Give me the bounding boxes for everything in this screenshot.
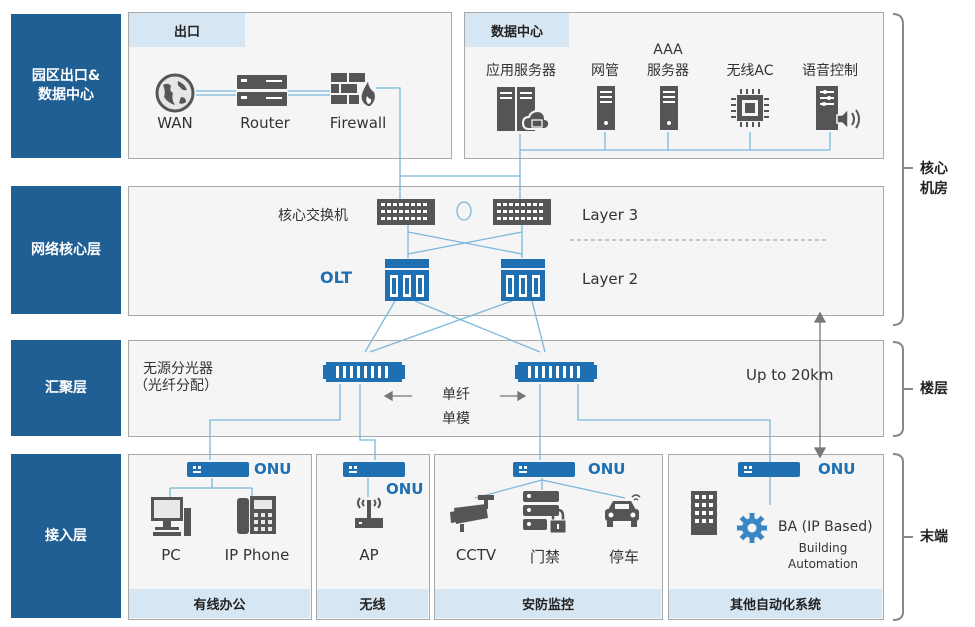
building-icon	[691, 491, 717, 535]
fiber-label-line1: 单纤	[442, 387, 470, 403]
olt-icon	[385, 259, 429, 301]
ba-desc-line2: Automation	[788, 557, 858, 571]
pc-label: PC	[161, 546, 181, 564]
onu-label: ONU	[588, 460, 626, 478]
access-control-label: 门禁	[529, 548, 560, 566]
core-switch-icon	[493, 199, 551, 225]
onu-label: ONU	[818, 460, 856, 478]
pc-icon	[151, 497, 191, 536]
aaa-label-line1: AAA	[653, 42, 683, 58]
onu-label: ONU	[254, 460, 292, 478]
layer-label-text: 接入层	[45, 527, 87, 544]
cctv-icon	[450, 495, 494, 532]
ap-label: AP	[359, 546, 379, 564]
ap-icon	[355, 497, 383, 528]
automation-footer: 其他自动化系统	[669, 589, 882, 618]
aaa-label-line2: 服务器	[647, 63, 689, 79]
olt-icon	[501, 259, 545, 301]
splitter-icon	[323, 362, 405, 382]
distance-label: Up to 20km	[746, 366, 834, 384]
app-server-icon	[497, 87, 551, 131]
onu-icon	[187, 462, 249, 477]
nms-server-icon	[597, 86, 615, 130]
layer3-label: Layer 3	[582, 206, 639, 224]
onu-label: ONU	[386, 480, 424, 498]
wired-office-footer: 有线办公	[129, 589, 310, 618]
splitter-label-line1: 无源分光器	[143, 361, 213, 377]
access-control-icon	[523, 491, 567, 534]
voice-control-label: 语音控制	[802, 63, 858, 79]
olt-label: OLT	[320, 268, 353, 287]
side-label-floor: 楼层	[920, 381, 948, 397]
voice-server-icon	[816, 86, 860, 131]
nms-label: 网管	[591, 63, 619, 79]
egress-tab: 出口	[129, 13, 245, 47]
layer-label-egress-dc: 园区出口&数据中心	[11, 14, 121, 158]
fiber-label-line2: 单模	[442, 411, 470, 427]
router-icon	[237, 75, 287, 106]
globe-icon	[155, 73, 195, 113]
layer-label-text: 园区出口&数据中心	[31, 68, 101, 103]
cctv-label: CCTV	[455, 546, 497, 564]
firewall-icon	[331, 73, 375, 106]
splitter-icon	[515, 362, 597, 382]
core-switch-icon	[377, 199, 435, 225]
ba-label: BA (IP Based)	[778, 519, 873, 535]
side-label-core-room-2: 机房	[920, 181, 948, 197]
layer-label-text: 网络核心层	[31, 241, 101, 258]
parking-label: 停车	[608, 548, 639, 566]
onu-icon	[738, 462, 800, 477]
layer-label-text: 汇聚层	[45, 379, 87, 396]
security-footer: 安防监控	[435, 589, 661, 618]
ba-desc-line1: Building	[798, 541, 848, 555]
app-server-label: 应用服务器	[486, 63, 556, 79]
gear-icon	[737, 513, 767, 543]
router-label: Router	[240, 114, 290, 132]
aaa-server-icon	[660, 86, 678, 130]
car-icon	[605, 494, 641, 527]
onu-icon	[343, 462, 405, 477]
firewall-label: Firewall	[329, 114, 387, 132]
layer-label-access: 接入层	[11, 454, 121, 618]
wireless-footer: 无线	[317, 589, 428, 618]
core-switch-label: 核心交换机	[278, 208, 348, 224]
layer-label-aggregation: 汇聚层	[11, 340, 121, 436]
chip-icon	[731, 89, 769, 127]
onu-icon	[513, 462, 575, 477]
side-label-terminal: 末端	[920, 529, 948, 545]
splitter-label-line2: （光纤分配）	[134, 378, 218, 394]
layer2-label: Layer 2	[582, 270, 639, 288]
wan-label: WAN	[157, 114, 193, 132]
ip-phone-label: IP Phone	[224, 546, 290, 564]
side-label-core-room-1: 核心	[920, 161, 948, 177]
wireless-ac-label: 无线AC	[726, 63, 774, 79]
datacenter-tab: 数据中心	[465, 13, 569, 47]
ip-phone-icon	[237, 496, 276, 534]
layer-label-core: 网络核心层	[11, 186, 121, 314]
